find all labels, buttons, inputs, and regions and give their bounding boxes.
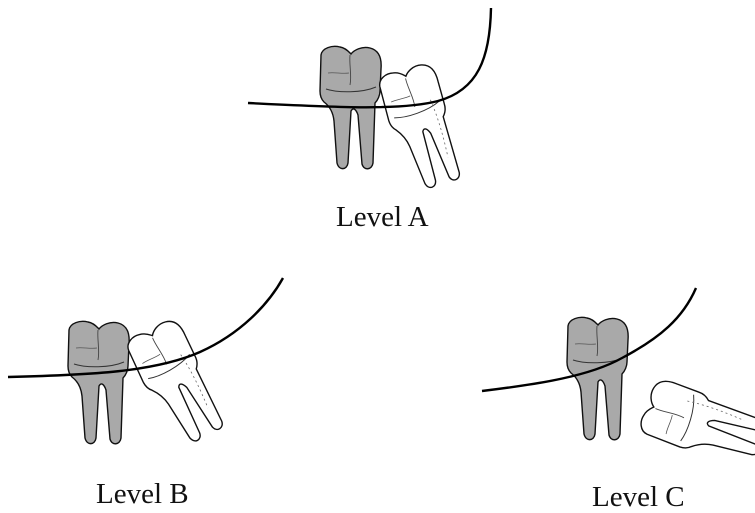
third-molar-level-a	[375, 60, 469, 194]
panel-level-b	[8, 278, 283, 450]
third-molar-level-b	[122, 315, 231, 450]
caption-level-b: Level B	[96, 480, 189, 509]
third-molar-level-c	[637, 377, 755, 471]
caption-level-a: Level A	[336, 203, 429, 232]
panel-level-a	[248, 8, 491, 194]
second-molar-level-c	[567, 317, 628, 439]
panel-level-c	[482, 288, 755, 471]
second-molar-level-b	[68, 321, 129, 443]
